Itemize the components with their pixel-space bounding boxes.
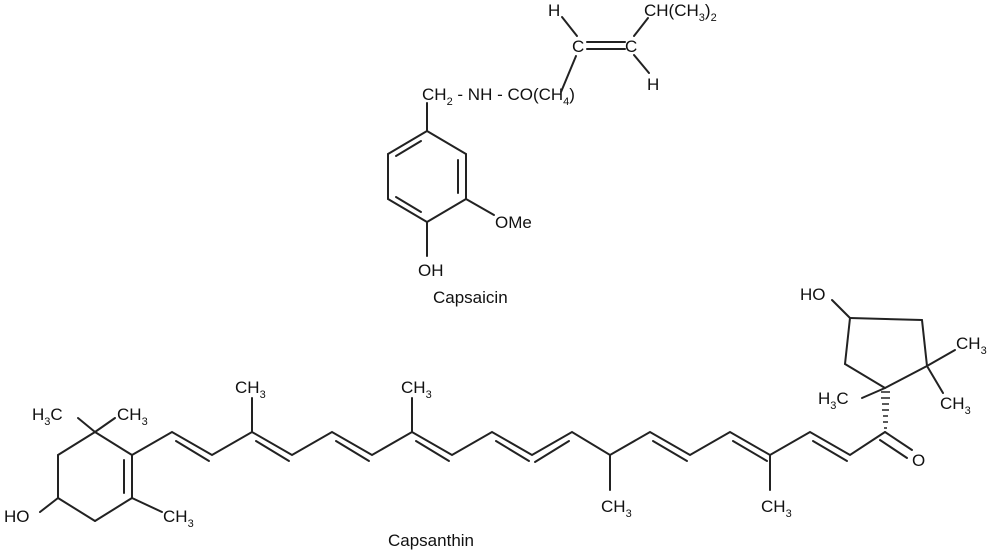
capsanthin-ch3-ring-bottom: CH3 <box>163 507 194 530</box>
right-ring-ch3-2-bond <box>926 365 944 394</box>
ring-to-ome-bond <box>465 198 495 216</box>
chain-to-alkene-bond <box>560 55 577 93</box>
capsanthin-chain-double-bonds <box>175 440 848 463</box>
capsanthin-ch3-chain-1: CH3 <box>235 378 266 401</box>
c-left-to-h-bond <box>561 16 578 37</box>
capsanthin-ho-left: HO <box>4 507 30 526</box>
hashed-wedge-bond <box>881 391 890 429</box>
capsanthin-caption: Capsanthin <box>388 531 474 550</box>
capsanthin-polyene-chain <box>131 430 886 457</box>
capsaicin-ome-label: OMe <box>495 213 532 232</box>
right-ring-h3c-bond <box>861 387 886 399</box>
capsanthin-h3c-left: H3C <box>32 405 63 428</box>
capsanthin-ch3-chain-2: CH3 <box>401 378 432 401</box>
ketone-bond-a <box>884 431 913 451</box>
ring-h3c-bond <box>77 417 96 433</box>
capsanthin-ch3-right-2: CH3 <box>940 394 971 417</box>
capsaicin-benzene-ring <box>387 130 467 223</box>
capsanthin-h3c-right: H3C <box>818 389 849 412</box>
ring-ho-bond <box>39 497 59 513</box>
c-right-to-isopropyl-bond <box>633 17 649 37</box>
ketone-bond-b <box>879 439 908 459</box>
capsanthin-right-ring <box>844 317 928 389</box>
capsaicin-caption: Capsaicin <box>433 288 508 307</box>
capsaicin-isopropyl-label: CH(CH3)2 <box>644 1 717 24</box>
capsaicin-side-chain-label: CH2 - NH - CO(CH4) <box>422 85 575 108</box>
ring-ch3-top-bond <box>94 417 116 433</box>
capsaicin-structure: CH2 - NH - CO(CH4) C C H CH(CH3)2 H OMe … <box>387 1 717 307</box>
capsanthin-ch3-chain-3: CH3 <box>601 497 632 520</box>
right-ring-ho-bond <box>831 299 851 319</box>
capsanthin-structure: HO H3C CH3 CH3 CH3 CH3 CH3 CH3 <box>4 285 987 550</box>
capsanthin-oxygen: O <box>912 451 925 470</box>
capsanthin-ch3-left-top: CH3 <box>117 405 148 428</box>
right-ring-ch3-1-bond <box>926 349 956 367</box>
capsanthin-ch3-right-1: CH3 <box>956 334 987 357</box>
c-right-to-h-bond <box>633 54 650 74</box>
capsanthin-ch3-chain-4: CH3 <box>761 497 792 520</box>
capsanthin-left-ring <box>57 431 133 522</box>
ring-ch3-bottom-bond <box>131 497 163 513</box>
capsaicin-h-top: H <box>548 1 560 20</box>
capsaicin-alkene-c-left: C <box>572 37 584 56</box>
capsaicin-oh-label: OH <box>418 261 444 280</box>
capsaicin-h-bottom: H <box>647 75 659 94</box>
capsanthin-ho-right: HO <box>800 285 826 304</box>
capsaicin-alkene-c-right: C <box>625 37 637 56</box>
